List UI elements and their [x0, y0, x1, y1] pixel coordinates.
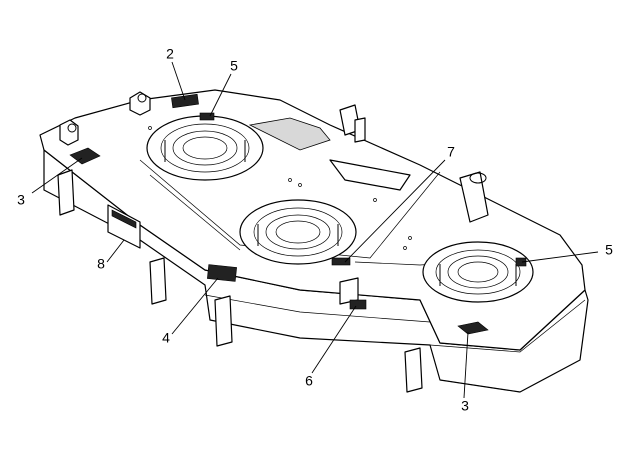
decal-6 — [349, 299, 367, 310]
callout-8: 8 — [97, 256, 105, 272]
decal-5-left — [199, 112, 215, 121]
callout-3-bottom: 3 — [461, 398, 469, 414]
callout-5-top: 5 — [230, 58, 238, 74]
spindle-center — [239, 199, 357, 265]
decal-3-right — [457, 321, 489, 335]
spindle-right — [422, 241, 534, 303]
decal-5-right — [515, 257, 527, 267]
spindle-left — [146, 115, 264, 181]
callout-4: 4 — [162, 330, 170, 346]
callout-7: 7 — [447, 144, 455, 160]
callout-6: 6 — [305, 373, 313, 389]
decal-4 — [207, 264, 237, 282]
decal-2 — [171, 93, 199, 109]
callout-5-right: 5 — [605, 242, 613, 258]
callout-3-left: 3 — [17, 192, 25, 208]
decal-7 — [331, 257, 351, 266]
callout-2: 2 — [166, 46, 174, 62]
